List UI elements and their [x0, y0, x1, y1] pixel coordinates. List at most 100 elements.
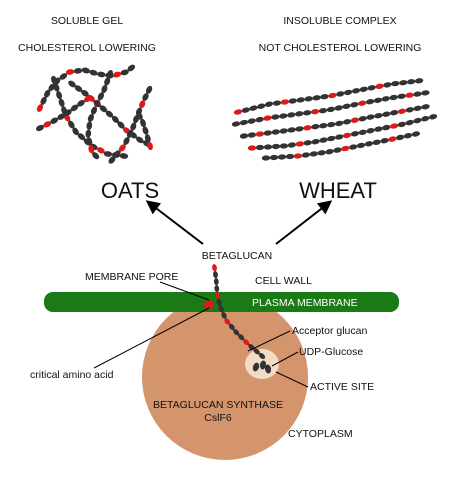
- glucose-bead: [389, 110, 399, 116]
- oats-title: OATS: [101, 178, 159, 203]
- membrane-pore-label: MEMBRANE PORE: [85, 271, 178, 283]
- glucose-bead-beta13: [342, 132, 352, 139]
- glucose-bead: [253, 348, 260, 355]
- glucose-bead: [97, 92, 105, 101]
- glucose-bead-beta13: [293, 153, 303, 159]
- glucose-bead: [413, 117, 422, 124]
- glucose-bead: [130, 122, 137, 131]
- glucose-bead: [414, 78, 424, 84]
- glucose-bead: [145, 85, 153, 94]
- glucose-bead: [44, 89, 51, 98]
- glucose-bead: [389, 94, 398, 101]
- critical-amino-acid-label: critical amino acid: [30, 369, 114, 381]
- glucose-bead-beta13: [350, 117, 359, 123]
- betaglucan-label: BETAGLUCAN: [202, 250, 272, 262]
- glucose-bead: [64, 109, 72, 116]
- glucose-bead: [335, 120, 344, 127]
- glucose-bead: [58, 98, 65, 107]
- oats-property-line2: CHOLESTEROL LOWERING: [18, 42, 156, 54]
- glucose-bead: [228, 323, 235, 331]
- glucose-bead: [413, 91, 422, 97]
- glucose-bead: [72, 127, 79, 136]
- glucose-bead: [142, 126, 149, 135]
- glucose-bead-beta13: [215, 291, 221, 300]
- glucose-bead: [68, 80, 76, 88]
- glucose-bead: [366, 114, 375, 120]
- glucose-bead: [56, 91, 63, 100]
- glucose-bead: [93, 100, 101, 108]
- glucose-bead: [53, 83, 60, 92]
- glucose-bead: [326, 106, 336, 113]
- glucose-bead: [86, 121, 93, 130]
- glucose-bead-beta13: [118, 144, 126, 152]
- glucose-bead: [351, 88, 361, 94]
- glucose-bead: [126, 129, 134, 138]
- glucose-bead: [287, 127, 296, 133]
- glucose-bead: [263, 144, 273, 150]
- glucose-bead: [120, 69, 129, 76]
- glucose-bead-beta13: [96, 147, 105, 154]
- critical-amino-acid-leader: [93, 307, 210, 369]
- glucose-bead: [397, 121, 407, 128]
- glucose-bead: [421, 115, 430, 122]
- glucose-bead: [90, 106, 98, 115]
- wheat-title: WHEAT: [299, 178, 377, 203]
- glucose-bead: [50, 117, 59, 124]
- glucose-bead: [325, 149, 334, 155]
- glucose-bead: [257, 103, 266, 109]
- glucose-bead-beta13: [88, 145, 95, 154]
- glucose-bead: [399, 80, 408, 86]
- active-site-leader: [275, 371, 309, 388]
- glucose-bead-beta13: [328, 92, 337, 99]
- membrane-pore-leader: [159, 281, 210, 301]
- glucose-bead: [403, 133, 413, 139]
- glucose-bead-beta13: [36, 104, 44, 112]
- glucose-bead-beta13: [388, 136, 397, 142]
- glucose-bead: [238, 334, 245, 341]
- glucose-bead: [101, 84, 108, 94]
- glucose-bead: [99, 105, 107, 113]
- glucose-bead: [334, 105, 343, 111]
- glucose-bead: [106, 69, 114, 79]
- glucose-bead: [81, 67, 91, 74]
- glucose-bead: [350, 131, 360, 137]
- glucose-bead: [312, 95, 321, 101]
- glucose-bead-beta13: [295, 141, 304, 147]
- glucose-bead: [277, 154, 287, 160]
- glucose-bead: [327, 135, 336, 142]
- glucose-bead: [108, 156, 116, 164]
- glucose-bead: [295, 126, 304, 132]
- glucose-bead: [233, 329, 240, 336]
- glucose-bead: [113, 150, 121, 158]
- glucose-bead-beta13: [358, 100, 367, 106]
- glucose-bead-beta13: [63, 113, 71, 122]
- glucose-bead: [373, 97, 383, 103]
- nascent-betaglucan-chain: [212, 264, 266, 359]
- glucose-bead: [318, 108, 328, 114]
- wheat-insoluble-complex: [231, 78, 438, 161]
- glucose-bead: [320, 94, 329, 100]
- glucose-bead: [221, 311, 227, 319]
- glucose-bead: [86, 137, 93, 146]
- glucose-bead: [89, 69, 98, 76]
- glucose-bead: [239, 133, 249, 139]
- glucose-bead: [241, 107, 250, 113]
- glucose-bead-beta13: [341, 145, 350, 152]
- glucose-bead: [74, 85, 83, 92]
- glucose-bead-beta13: [83, 95, 92, 103]
- glucose-bead: [279, 113, 288, 119]
- glucose-bead: [51, 75, 57, 85]
- glucose-bead: [213, 271, 218, 279]
- glucose-bead: [136, 136, 144, 144]
- glucose-bead: [261, 155, 271, 161]
- glucose-bead: [287, 142, 297, 148]
- glucose-bead: [117, 121, 125, 129]
- cytoplasm-label: CYTOPLASM: [288, 428, 353, 440]
- glucose-bead-beta13: [243, 339, 250, 346]
- glucose-bead: [350, 102, 359, 108]
- glucose-bead: [349, 144, 358, 150]
- glucose-bead-beta13: [139, 100, 146, 109]
- glucose-bead: [85, 129, 92, 138]
- glucose-bead: [81, 89, 89, 97]
